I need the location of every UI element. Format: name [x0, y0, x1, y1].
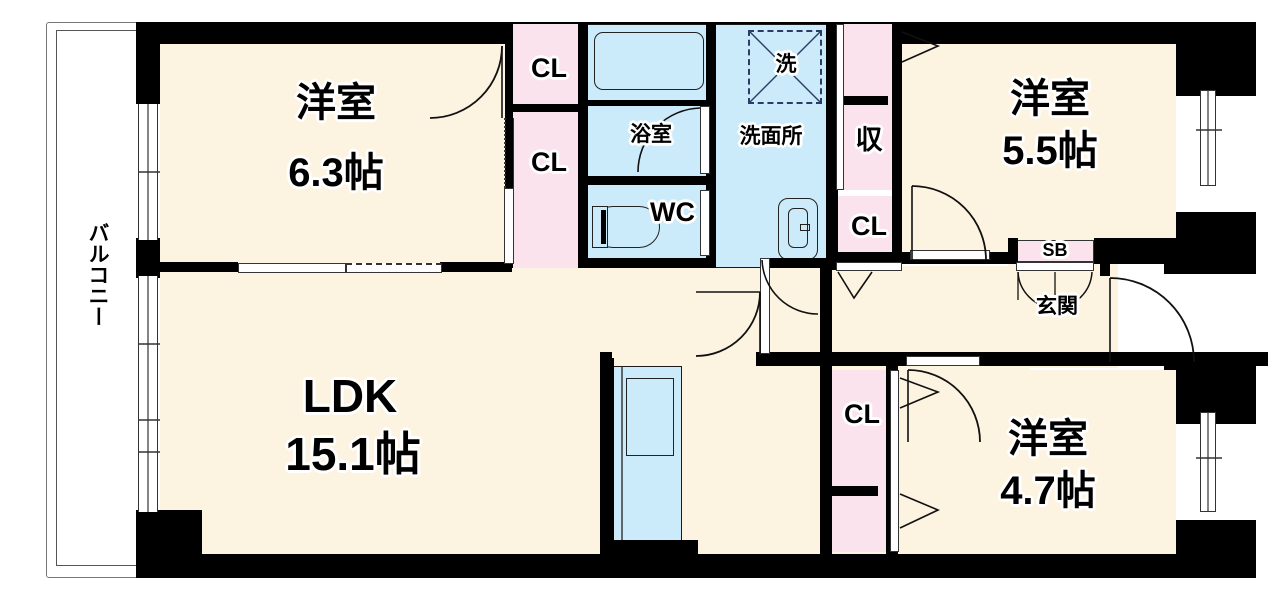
- closet-bedroom47-cl: [830, 370, 894, 552]
- window-room55[interactable]: [1200, 90, 1216, 186]
- wall-h-closet-split: [505, 104, 587, 112]
- balcony-label: バルコニー: [86, 222, 109, 327]
- toilet-label: WC: [650, 197, 695, 227]
- wall-h-wet-bottom: [578, 258, 714, 268]
- wall-v-hall-right: [820, 268, 832, 354]
- closet47-shelf-line: [828, 486, 878, 496]
- wall-kitchen-base: [602, 540, 698, 560]
- room-ldk: [160, 266, 610, 554]
- closet-mid-cl: [513, 112, 585, 268]
- wall-v-hall-right-2: [826, 24, 838, 270]
- room-washitsu-55-size: 5.5帖: [1002, 129, 1098, 173]
- wall-h-63-ldk: [136, 262, 238, 272]
- closet-mid-label: CL: [531, 147, 567, 177]
- wall-v-closet-left: [505, 24, 513, 268]
- window-balcony-lower[interactable]: [138, 276, 158, 512]
- sliding-door-wc[interactable]: [700, 190, 710, 256]
- wall-h-55-bottom-3: [1094, 238, 1256, 264]
- wall-ldk-notch: [136, 510, 202, 578]
- sliding-door-closet47[interactable]: [890, 370, 899, 552]
- wall-right-bottom: [1164, 520, 1256, 578]
- window-room47[interactable]: [1200, 412, 1216, 512]
- wall-h-wc-top: [578, 176, 714, 185]
- sliding-door-shoebox[interactable]: [1016, 262, 1094, 271]
- wall-v-bath-right: [706, 24, 716, 268]
- kitchen-sink: [626, 378, 674, 456]
- vanity-sink-inner: [788, 208, 808, 248]
- vanity-faucet: [800, 224, 810, 231]
- room-washitsu-47-size: 4.7帖: [1000, 469, 1096, 513]
- wall-v-entrance-left: [1008, 238, 1018, 264]
- washer-label: 洗: [775, 53, 797, 76]
- closet-hall-label: CL: [851, 211, 887, 241]
- wall-v-entrance-door-jamb: [1100, 264, 1110, 276]
- sliding-door-closet-hall[interactable]: [836, 262, 902, 271]
- washer-space-box: [748, 30, 822, 104]
- closet-hall-cl: [838, 196, 900, 262]
- room-washitsu-63-size: 6.3帖: [288, 151, 384, 195]
- wall-left-mid: [136, 238, 160, 278]
- wall-right-top: [1164, 22, 1256, 96]
- closet-top-cl: [513, 24, 585, 106]
- sliding-door-closet-mid-dashed[interactable]: [504, 118, 514, 188]
- storage-shelf-line: [838, 96, 888, 105]
- balcony-outline-inner: [56, 30, 142, 566]
- closet-top-label: CL: [531, 53, 567, 83]
- window-balcony-upper[interactable]: [138, 104, 158, 240]
- wall-v-ldk-right-top: [600, 352, 612, 362]
- wall-h-55-bottom: [832, 252, 902, 264]
- sliding-door-63-ldk-dashed[interactable]: [346, 263, 442, 273]
- bathtub-fixture: [594, 32, 704, 90]
- room-washitsu-47-label: 洋室: [1008, 417, 1088, 461]
- sliding-door-bathroom[interactable]: [700, 106, 710, 174]
- room-washitsu-55-label: 洋室: [1010, 77, 1090, 121]
- room-washitsu-63-label: 洋室: [296, 81, 376, 125]
- sliding-door-63-ldk[interactable]: [238, 263, 346, 273]
- room-ldk-size: 15.1帖: [285, 428, 421, 480]
- washroom-label: 洗面所: [739, 125, 803, 148]
- toilet-lid-line: [601, 210, 606, 244]
- wall-bath-divider: [586, 100, 714, 106]
- bathroom-label: 浴室: [630, 123, 672, 146]
- sliding-door-storage[interactable]: [836, 24, 844, 190]
- shoe-box-label: SB: [1042, 240, 1068, 260]
- wall-v-bath-left: [578, 24, 588, 268]
- wall-v-55-left: [892, 24, 902, 264]
- sliding-door-washroom[interactable]: [760, 258, 770, 354]
- wall-h-47-top: [756, 352, 906, 366]
- storage-label: 収: [855, 125, 883, 155]
- sliding-door-room47-entry[interactable]: [906, 356, 980, 366]
- room-ldk-label: LDK: [302, 370, 398, 422]
- closet-bedroom47-label: CL: [844, 399, 880, 429]
- room-washitsu-47: [900, 370, 1176, 554]
- wall-v-47-left: [820, 366, 832, 554]
- entrance-label: 玄関: [1036, 295, 1078, 318]
- wall-h-63-ldk-right: [440, 262, 512, 272]
- wall-kitchen-left: [602, 358, 614, 554]
- sliding-door-room55-entry[interactable]: [910, 250, 990, 260]
- storage-box: [840, 24, 898, 190]
- sliding-door-closet-mid[interactable]: [504, 188, 514, 264]
